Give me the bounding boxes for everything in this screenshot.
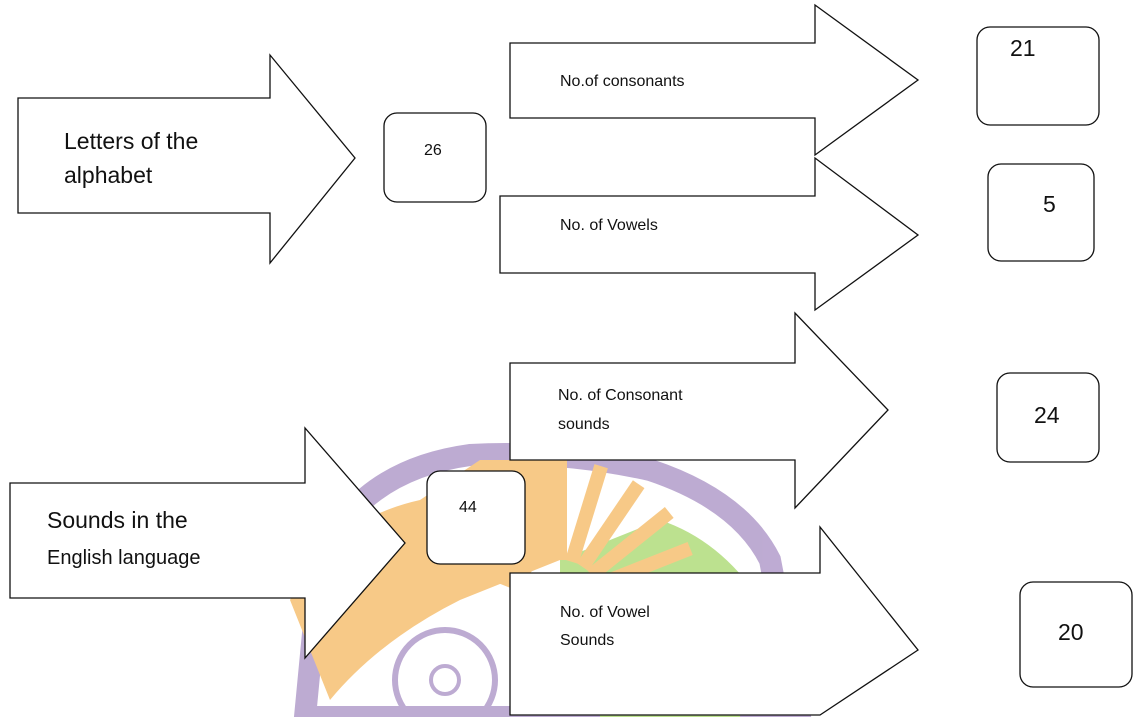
consonant-sounds-arrow	[509, 311, 889, 510]
consonants-value: 21	[1010, 35, 1036, 61]
vowels-arrow	[499, 156, 920, 312]
vowel-sounds-value-box	[1019, 581, 1133, 688]
watermark-wheel	[392, 627, 498, 722]
consonants-value-box	[976, 26, 1100, 126]
sounds-arrow	[9, 426, 406, 660]
sounds-label-line1: Sounds in the	[47, 507, 188, 533]
letters-label-line2: alphabet	[64, 162, 153, 188]
vowel-sounds-arrow	[509, 525, 919, 716]
vowel-sounds-value: 20	[1058, 619, 1084, 645]
consonants-arrow	[509, 3, 920, 157]
letters-total-box	[383, 112, 487, 203]
watermark-wheel-hub	[429, 664, 461, 696]
letters-label-line1: Letters of the	[64, 128, 199, 154]
vowels-label: No. of Vowels	[560, 217, 658, 234]
vowel-sounds-label-line1: No. of Vowel	[560, 604, 650, 621]
consonants-label: No.of consonants	[560, 73, 685, 90]
letters-total-value: 26	[424, 142, 442, 159]
consonant-sounds-value: 24	[1034, 402, 1060, 428]
vowels-value-box	[987, 163, 1095, 262]
sounds-label-line2: English language	[47, 547, 201, 569]
watermark-fan-ray	[576, 480, 645, 571]
sounds-total-value: 44	[459, 499, 477, 516]
consonant-sounds-label-line1: No. of Consonant	[558, 387, 683, 404]
watermark-fan-ray	[565, 464, 608, 564]
vowels-value: 5	[1043, 191, 1056, 217]
vowel-sounds-label-line2: Sounds	[560, 632, 615, 649]
watermark-fan-ray	[586, 507, 674, 581]
consonant-sounds-label-line2: sounds	[558, 416, 610, 433]
letters-arrow	[17, 53, 356, 265]
consonant-sounds-value-box	[996, 372, 1100, 463]
sounds-total-box	[426, 470, 526, 565]
